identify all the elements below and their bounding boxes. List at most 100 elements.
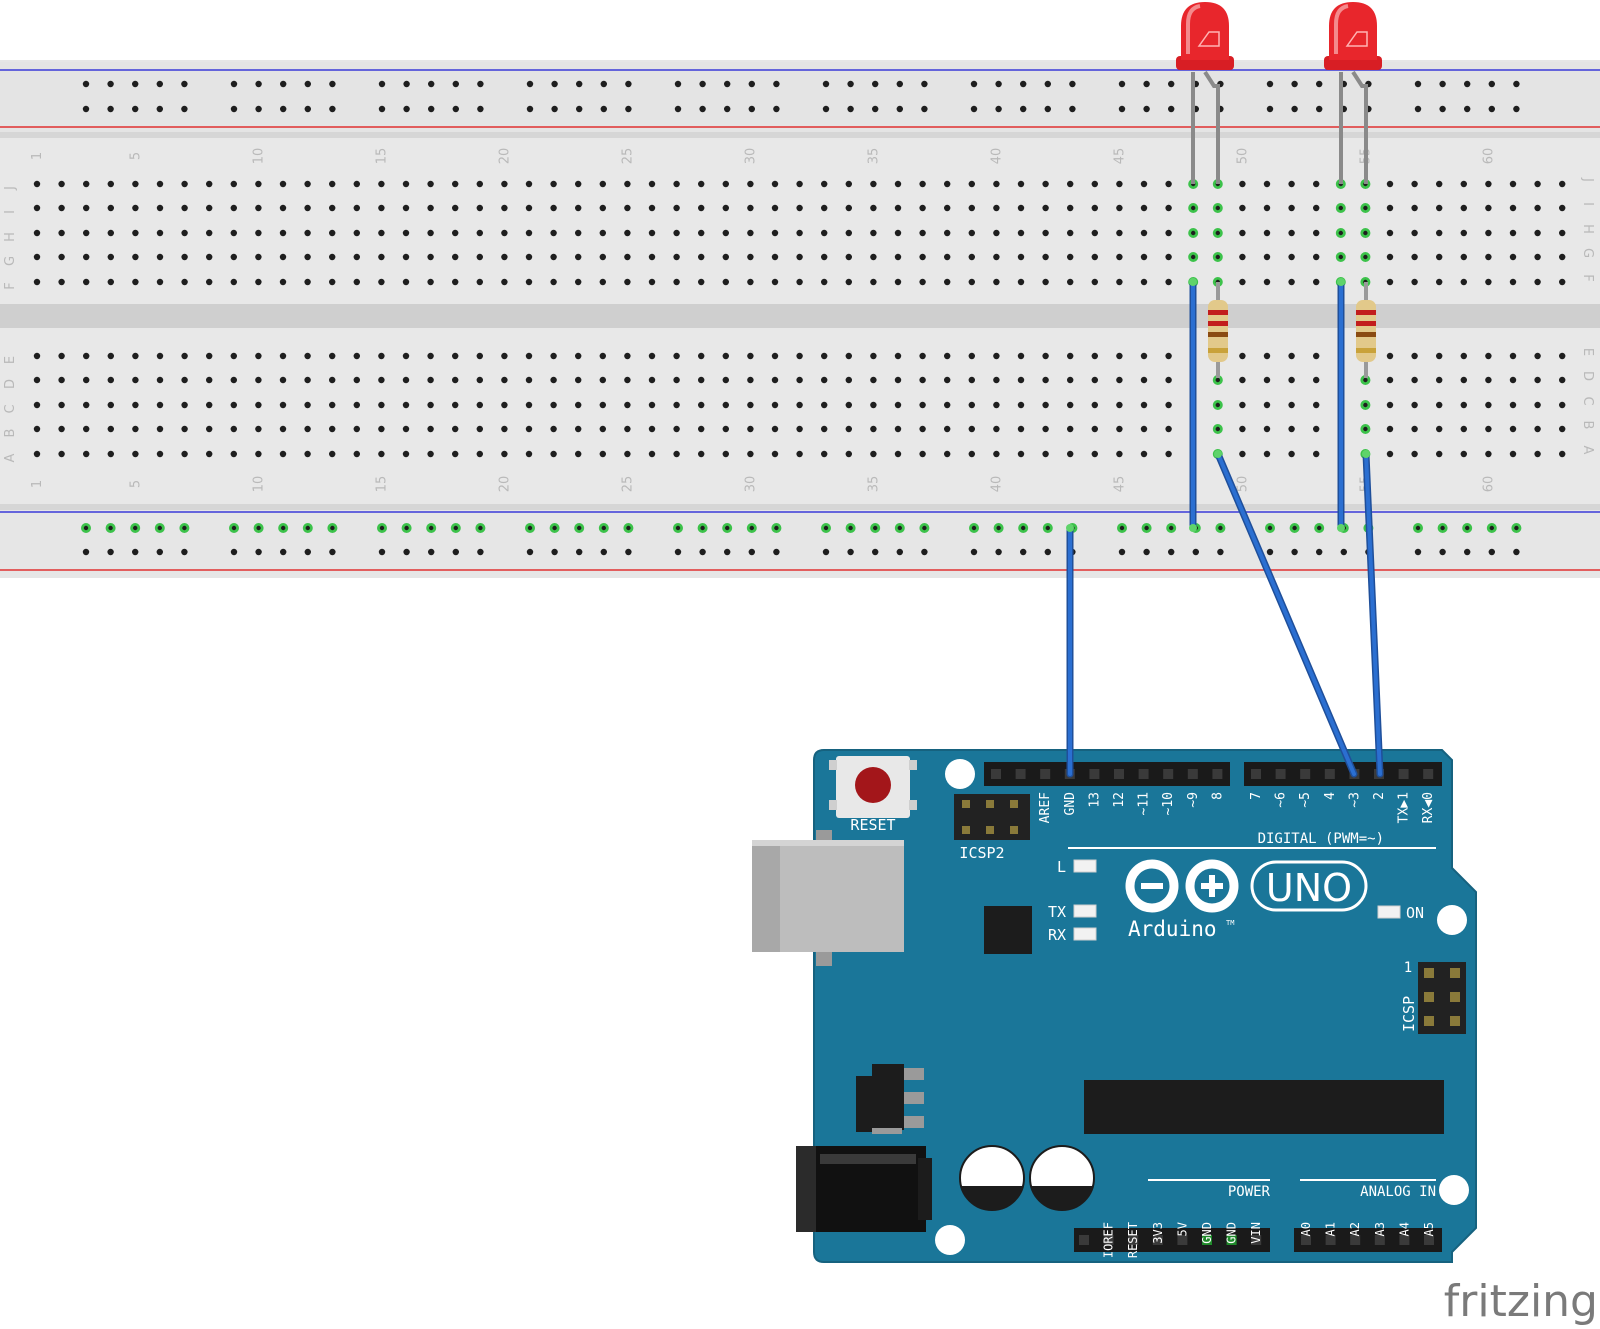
led-on-label: ON — [1406, 904, 1424, 922]
rail-hole — [748, 548, 755, 556]
rail-hole — [551, 105, 558, 113]
row-letter-right: H — [1580, 224, 1595, 234]
breadboard-hole-center — [1338, 205, 1344, 211]
rail-hole — [674, 548, 682, 556]
header-pin — [1177, 1235, 1188, 1245]
breadboard-hole — [1559, 376, 1566, 384]
breadboard-hole — [1042, 278, 1049, 286]
rail-hole-center — [749, 525, 754, 531]
column-number-bottom: 15 — [374, 476, 389, 493]
power-pins — [1079, 1235, 1262, 1245]
breadboard-hole — [575, 352, 582, 360]
rail-hole — [1217, 548, 1224, 556]
breadboard-hole — [1411, 376, 1418, 384]
breadboard-hole — [1559, 180, 1566, 188]
column-number-bottom: 1 — [30, 480, 45, 488]
breadboard-hole — [1263, 376, 1271, 384]
breadboard-hole — [1460, 376, 1468, 384]
column-number-top: 25 — [620, 148, 635, 165]
mounting-hole — [935, 1225, 965, 1255]
breadboard-hole — [1017, 278, 1025, 286]
breadboard-hole — [796, 180, 803, 188]
breadboard-hole — [1288, 352, 1295, 360]
rail-hole-center — [1514, 525, 1519, 531]
breadboard-hole — [870, 401, 877, 409]
breadboard-hole — [845, 278, 852, 286]
breadboard-hole — [156, 401, 164, 409]
breadboard-hole — [648, 376, 656, 384]
breadboard-hole — [83, 253, 90, 261]
rail-hole — [576, 105, 583, 113]
rail-hole — [428, 80, 435, 88]
column-number-bottom: 50 — [1235, 476, 1250, 493]
red-led-2 — [1324, 2, 1382, 184]
rail-hole — [526, 548, 534, 556]
rail-hole-center — [873, 525, 878, 531]
rail-hole — [230, 105, 238, 113]
breadboard-hole — [575, 278, 582, 286]
rail-hole-center — [182, 525, 187, 531]
rail-hole — [1513, 105, 1520, 113]
breadboard-hole — [279, 352, 287, 360]
uno-label: UNO — [1266, 866, 1352, 910]
breadboard-hole — [1116, 425, 1123, 433]
breadboard-hole — [550, 376, 557, 384]
breadboard-hole — [1559, 253, 1566, 261]
breadboard-hole — [747, 425, 754, 433]
breadboard-hole — [476, 450, 483, 458]
breadboard-hole — [1411, 278, 1418, 286]
breadboard-hole — [206, 204, 213, 212]
breadboard-hole — [353, 425, 360, 433]
breadboard-hole — [452, 376, 459, 384]
row-letter-left: G — [3, 256, 18, 266]
breadboard-hole — [476, 352, 483, 360]
breadboard-hole — [1485, 401, 1492, 409]
breadboard-hole — [402, 229, 410, 237]
breadboard-hole — [329, 376, 336, 384]
breadboard-hole — [1411, 229, 1418, 237]
breadboard-hole — [747, 253, 754, 261]
breadboard-hole — [452, 425, 459, 433]
breadboard-hole — [1239, 180, 1246, 188]
mounting-hole — [1437, 905, 1467, 935]
rail-hole — [847, 105, 854, 113]
breadboard-hole — [255, 180, 262, 188]
header-pin — [1300, 769, 1311, 779]
breadboard-hole — [1559, 204, 1566, 212]
breadboard-hole — [353, 352, 360, 360]
pin-label: AREF — [1038, 792, 1053, 823]
rail-hole-center — [453, 525, 458, 531]
row-letter-left: A — [3, 453, 18, 462]
breadboard-hole — [771, 450, 779, 458]
column-number-bottom: 25 — [620, 476, 635, 493]
breadboard-hole — [944, 352, 951, 360]
breadboard-hole — [870, 352, 877, 360]
column-number-bottom: 20 — [497, 476, 512, 493]
rail-hole — [724, 105, 731, 113]
breadboard-hole — [1042, 450, 1049, 458]
breadboard-hole — [304, 180, 311, 188]
header-pin — [1251, 769, 1261, 779]
breadboard-hole — [993, 425, 1000, 433]
rail-hole — [428, 548, 435, 556]
rail-hole — [280, 548, 287, 556]
breadboard-hole — [1091, 450, 1099, 458]
breadboard-hole — [1263, 401, 1271, 409]
breadboard-hole — [230, 450, 237, 458]
reset-button-cap[interactable] — [855, 767, 891, 803]
breadboard-hole — [993, 253, 1000, 261]
breadboard-hole — [821, 180, 828, 188]
breadboard-hole — [1485, 352, 1492, 360]
breadboard-hole — [83, 401, 90, 409]
pin-label: TX▶1 — [1397, 792, 1412, 823]
breadboard-hole — [230, 401, 237, 409]
breadboard-hole — [1436, 229, 1443, 237]
header-pin — [1163, 769, 1174, 779]
terminal-upper-half — [0, 138, 1600, 304]
rail-hole — [551, 548, 558, 556]
breadboard-hole — [1313, 180, 1320, 188]
breadboard-hole — [968, 253, 975, 261]
reset-button[interactable] — [829, 756, 917, 818]
breadboard-hole — [1165, 352, 1172, 360]
